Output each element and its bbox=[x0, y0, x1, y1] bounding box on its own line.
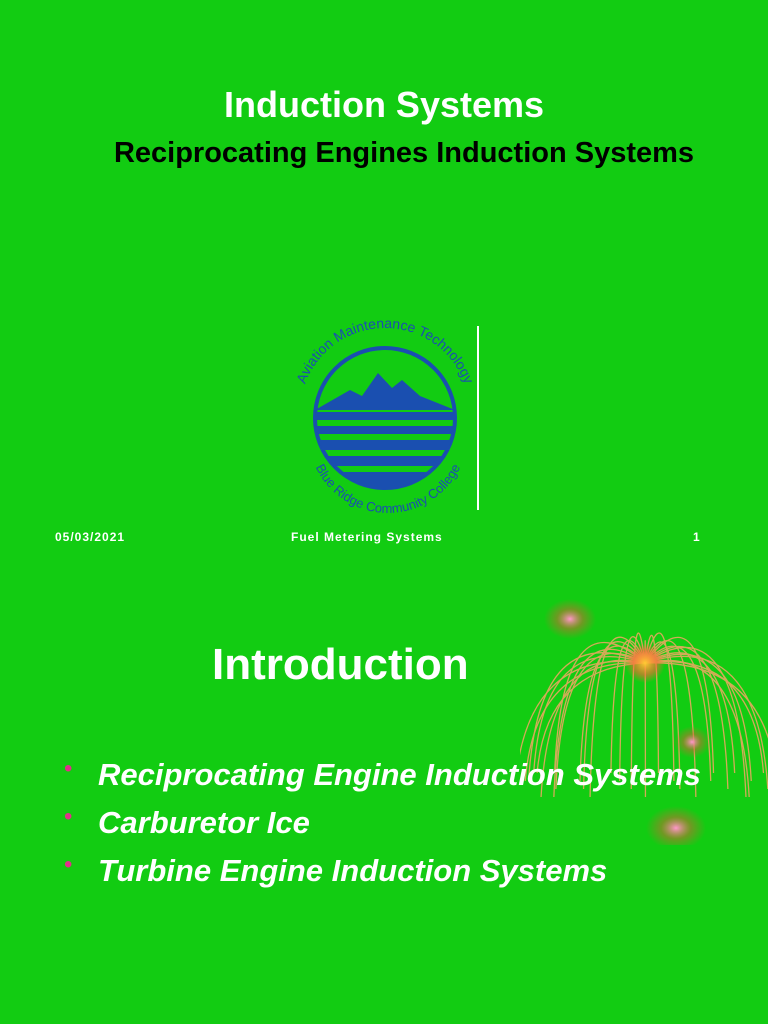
bullet-item: • Carburetor Ice bbox=[62, 803, 762, 843]
bullet-text: Reciprocating Engine Induction Systems bbox=[98, 757, 701, 792]
firework-ray bbox=[514, 660, 646, 790]
slide-2: Introduction • Reciprocating Engine Indu… bbox=[0, 565, 768, 1024]
footer-date: 05/03/2021 bbox=[55, 530, 126, 544]
firework-ray bbox=[644, 632, 675, 782]
firework-ray bbox=[644, 662, 768, 740]
firework-ray bbox=[553, 648, 646, 798]
college-logo: Aviation Maintenance Technology Blue Rid… bbox=[290, 315, 490, 518]
slide-title: Induction Systems bbox=[223, 84, 545, 125]
firework-ray bbox=[553, 642, 646, 774]
bullet-text: Turbine Engine Induction Systems bbox=[98, 853, 608, 888]
bullet-text: Carburetor Ice bbox=[98, 805, 310, 840]
footer-page-number: 1 bbox=[693, 530, 701, 544]
firework-ray bbox=[644, 652, 736, 774]
slide-subtitle: Reciprocating Engines Induction Systems bbox=[113, 137, 695, 169]
bullet-dot-icon: • bbox=[64, 851, 73, 878]
slide-title-introduction: Introduction bbox=[212, 640, 469, 689]
firework-ray bbox=[589, 636, 646, 798]
bullet-list: • Reciprocating Engine Induction Systems… bbox=[62, 755, 762, 899]
bullet-item: • Reciprocating Engine Induction Systems bbox=[62, 755, 762, 795]
bullet-item: • Turbine Engine Induction Systems bbox=[62, 851, 762, 891]
firework-ray bbox=[524, 662, 646, 782]
slide-1: Induction Systems Reciprocating Engines … bbox=[55, 84, 701, 544]
firework-ray bbox=[533, 655, 646, 774]
footer-title: Fuel Metering Systems bbox=[291, 530, 443, 544]
firework-ray bbox=[644, 659, 750, 798]
firework-ray bbox=[644, 655, 768, 790]
firework-ray bbox=[644, 653, 752, 782]
firework-ray bbox=[644, 661, 765, 774]
firework-image bbox=[514, 575, 768, 850]
bullet-dot-icon: • bbox=[64, 803, 73, 830]
logo-top-text: Aviation Maintenance Technology bbox=[293, 318, 477, 386]
bullet-dot-icon: • bbox=[64, 755, 73, 782]
